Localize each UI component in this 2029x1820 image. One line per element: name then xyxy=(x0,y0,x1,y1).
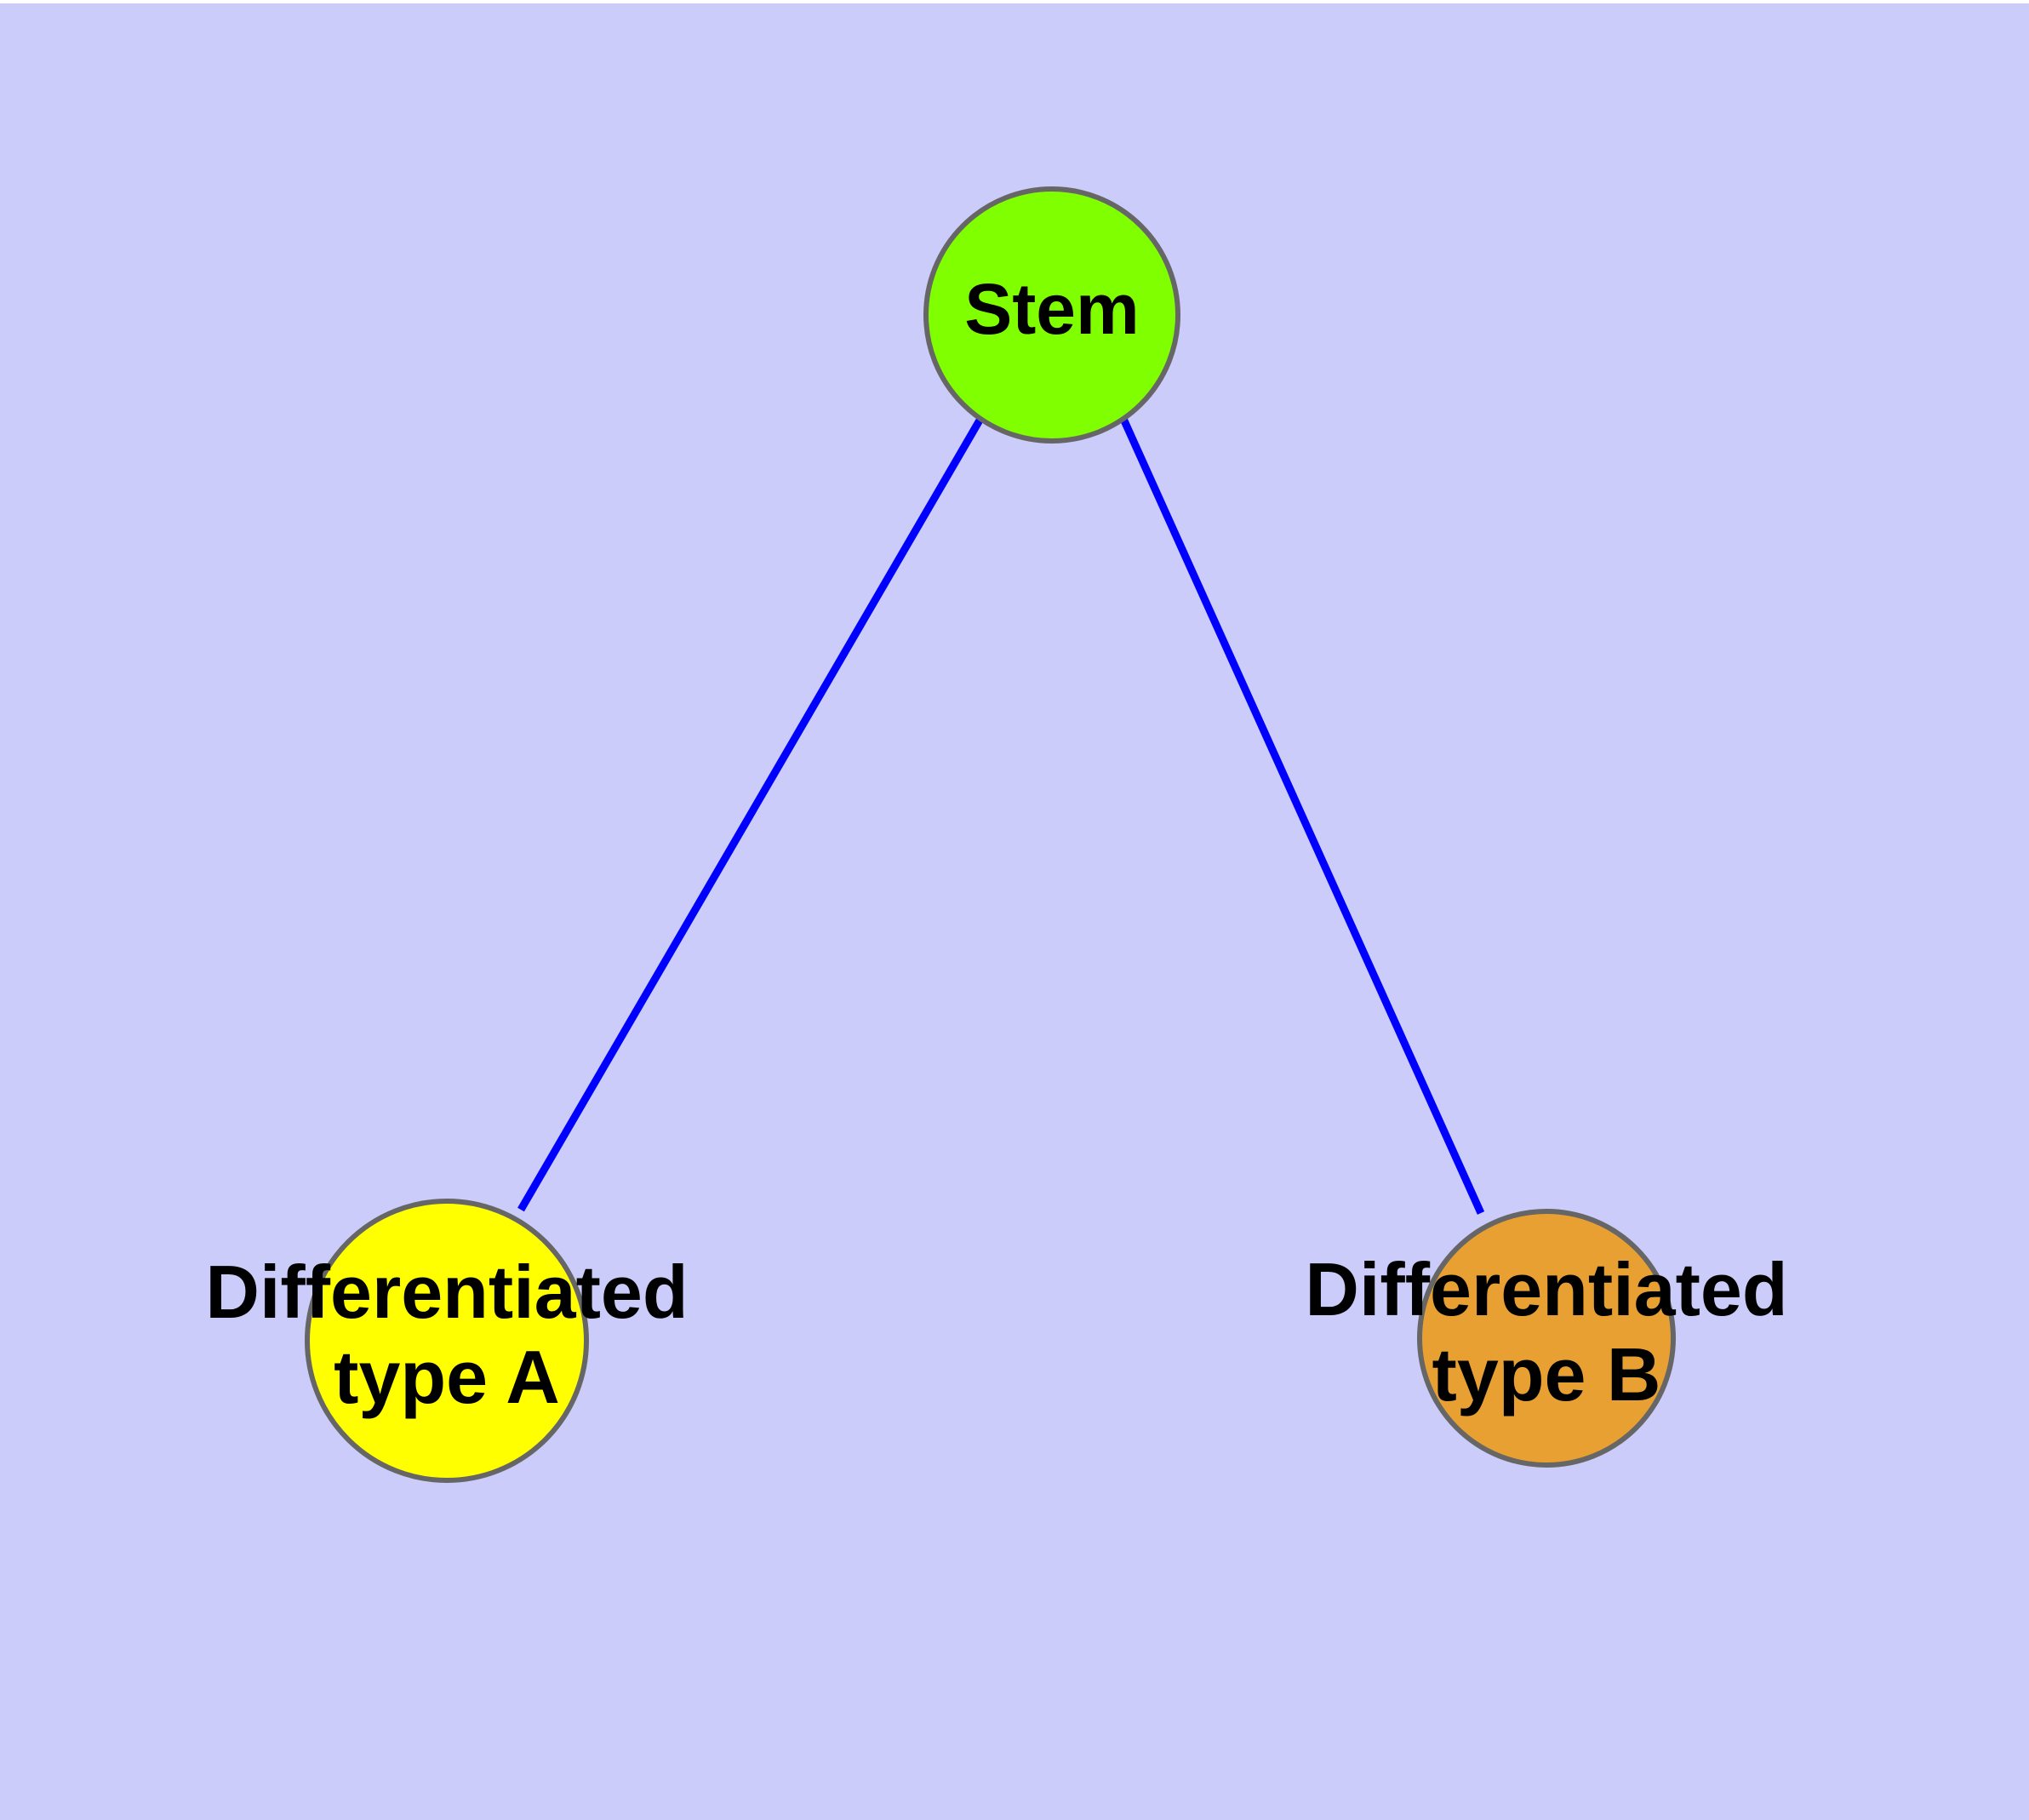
node-diff_b[interactable] xyxy=(1417,1209,1676,1468)
node-label-stem: Stem xyxy=(964,269,1139,349)
node-diff_a[interactable] xyxy=(305,1199,589,1483)
node-label-line: type B xyxy=(1432,1332,1661,1417)
node-label-line: Differentiated xyxy=(1305,1247,1787,1331)
edge-stem-to-diff-a xyxy=(517,416,984,1212)
edges-layer xyxy=(517,416,1485,1215)
node-label-line: type A xyxy=(334,1335,560,1419)
node-stem[interactable] xyxy=(923,186,1180,444)
node-label-line: Stem xyxy=(964,269,1139,349)
nodes-layer xyxy=(305,186,1676,1483)
edge-stem-to-diff-b xyxy=(1119,417,1485,1215)
node-label-line: Differentiated xyxy=(205,1250,688,1334)
